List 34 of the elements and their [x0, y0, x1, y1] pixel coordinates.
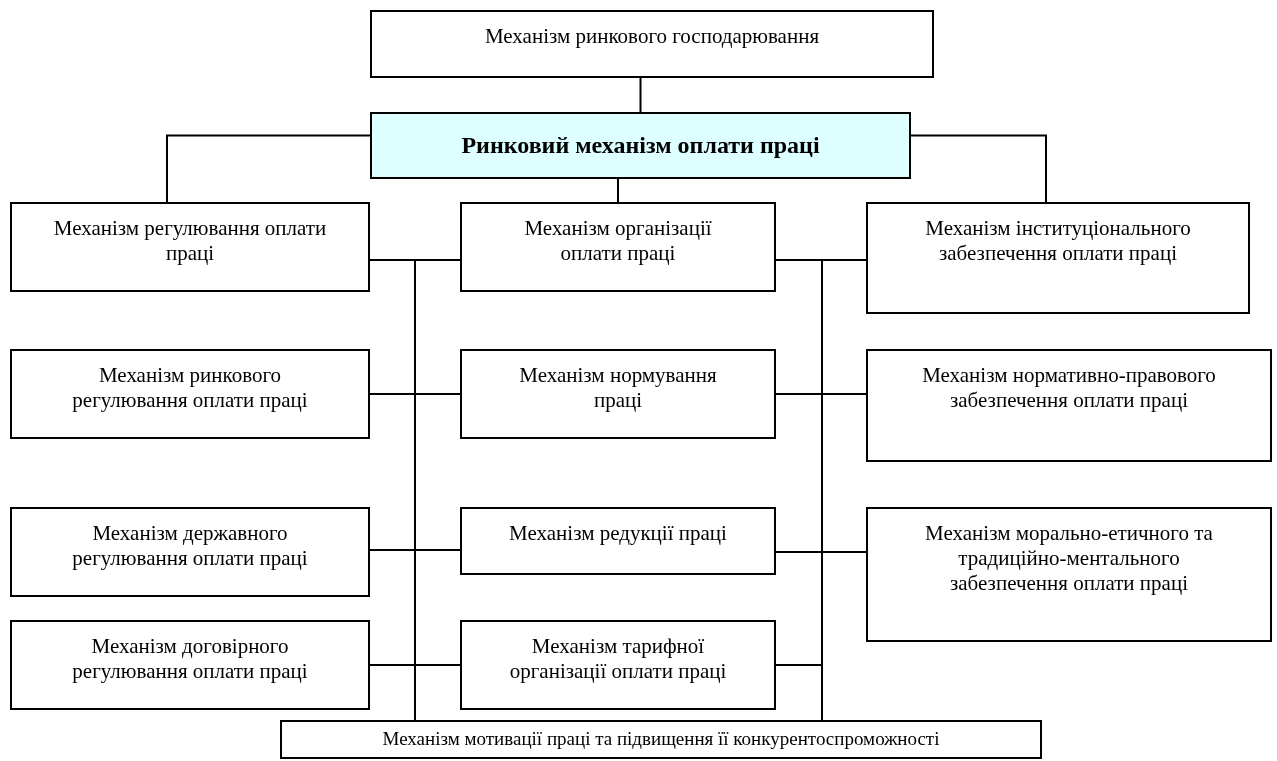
mechanism-box: [10, 202, 370, 292]
mechanism-box: [866, 202, 1250, 314]
box-label: Механізм мотивації праці та підвищення її конкурентоспроможності: [382, 728, 940, 751]
connector-line: [617, 178, 619, 203]
mechanism-box: [460, 202, 776, 292]
box-label: Механізм ринкового господарювання: [484, 24, 820, 50]
box-label: Механізм державного регулювання оплати праці: [71, 521, 309, 572]
box-label: Механізм регулювання оплати праці: [52, 216, 328, 267]
mechanism-box: [460, 507, 776, 575]
mechanism-box: [370, 10, 934, 78]
mechanism-box: [460, 620, 776, 710]
mechanism-box: [10, 620, 370, 710]
connector-line: [775, 664, 823, 721]
mechanism-box: [280, 720, 1042, 759]
mechanism-box: [10, 349, 370, 439]
box-label: Механізм договірного регулювання оплати праці: [71, 634, 309, 685]
box-label: Механізм інституціонального забезпечення оплати праці: [924, 216, 1192, 267]
box-label: Механізм нормування праці: [518, 363, 718, 414]
box-label: Механізм редукції праці: [509, 521, 727, 547]
mechanism-box: [866, 349, 1272, 462]
mechanism-box: [10, 507, 370, 597]
mechanism-box: [460, 349, 776, 439]
connector-line: [910, 134, 1047, 203]
connector-line: [414, 664, 461, 721]
box-label: Механізм ринкового регулювання оплати праці: [71, 363, 309, 414]
mechanism-box: [866, 507, 1272, 642]
box-label: Механізм нормативно-правового забезпечення оплати праці: [921, 363, 1217, 414]
box-label: Механізм тарифної організації оплати праці: [508, 634, 728, 685]
central-box: [370, 112, 911, 179]
box-label: Механізм організації оплати праці: [523, 216, 713, 267]
connector-line: [166, 134, 371, 203]
box-label: Ринковий механізм оплати праці: [461, 131, 820, 160]
box-label: Механізм морально-етичного та традиційно-ментального забезпечення оплати праці: [924, 521, 1214, 597]
connector-line: [639, 77, 642, 113]
